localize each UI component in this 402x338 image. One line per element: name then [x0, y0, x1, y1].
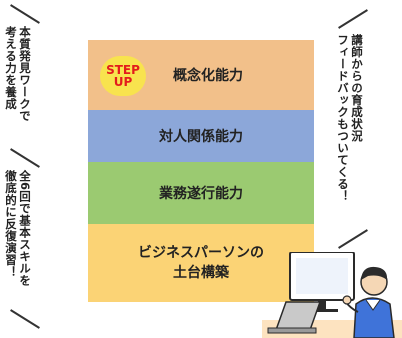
step-up-text-1: STEP — [106, 63, 140, 77]
layer-3-label: 業務遂行能力 — [159, 186, 243, 202]
divider-slash-top-left — [10, 4, 40, 24]
divider-slash-bottom-right — [338, 229, 368, 249]
layer-interpersonal-skills: 対人関係能力 — [88, 110, 314, 162]
skill-pyramid: STEP UP 概念化能力 対人関係能力 業務遂行能力 ビジネスパーソンの 土台… — [88, 40, 314, 302]
layer-business-foundation: ビジネスパーソンの 土台構築 — [88, 224, 314, 302]
divider-slash-bottom-left — [10, 309, 40, 329]
step-up-badge: STEP UP — [100, 56, 146, 96]
step-up-text-2: UP — [113, 75, 133, 89]
layer-1-label: 概念化能力 — [173, 68, 243, 84]
right-annotation-feedback: 講師からの育成状況 フィードバックもついてくる！ — [336, 34, 364, 202]
layer-2-label: 対人関係能力 — [159, 129, 243, 145]
person-at-laptop-icon — [262, 252, 402, 338]
left-annotation-skill-discovery: 本質発見ワークで 考える力を養成 — [4, 26, 32, 122]
divider-slash-mid-left — [10, 148, 40, 168]
layer-task-execution-skills: 業務遂行能力 — [88, 162, 314, 224]
layer-4-label: ビジネスパーソンの 土台構築 — [138, 245, 264, 281]
divider-slash-top-right — [338, 9, 368, 29]
layer-conceptual-skills: STEP UP 概念化能力 — [88, 40, 314, 110]
left-annotation-repetition: 全6回で基本スキルを 徹底的に反復演習！ — [4, 170, 32, 287]
